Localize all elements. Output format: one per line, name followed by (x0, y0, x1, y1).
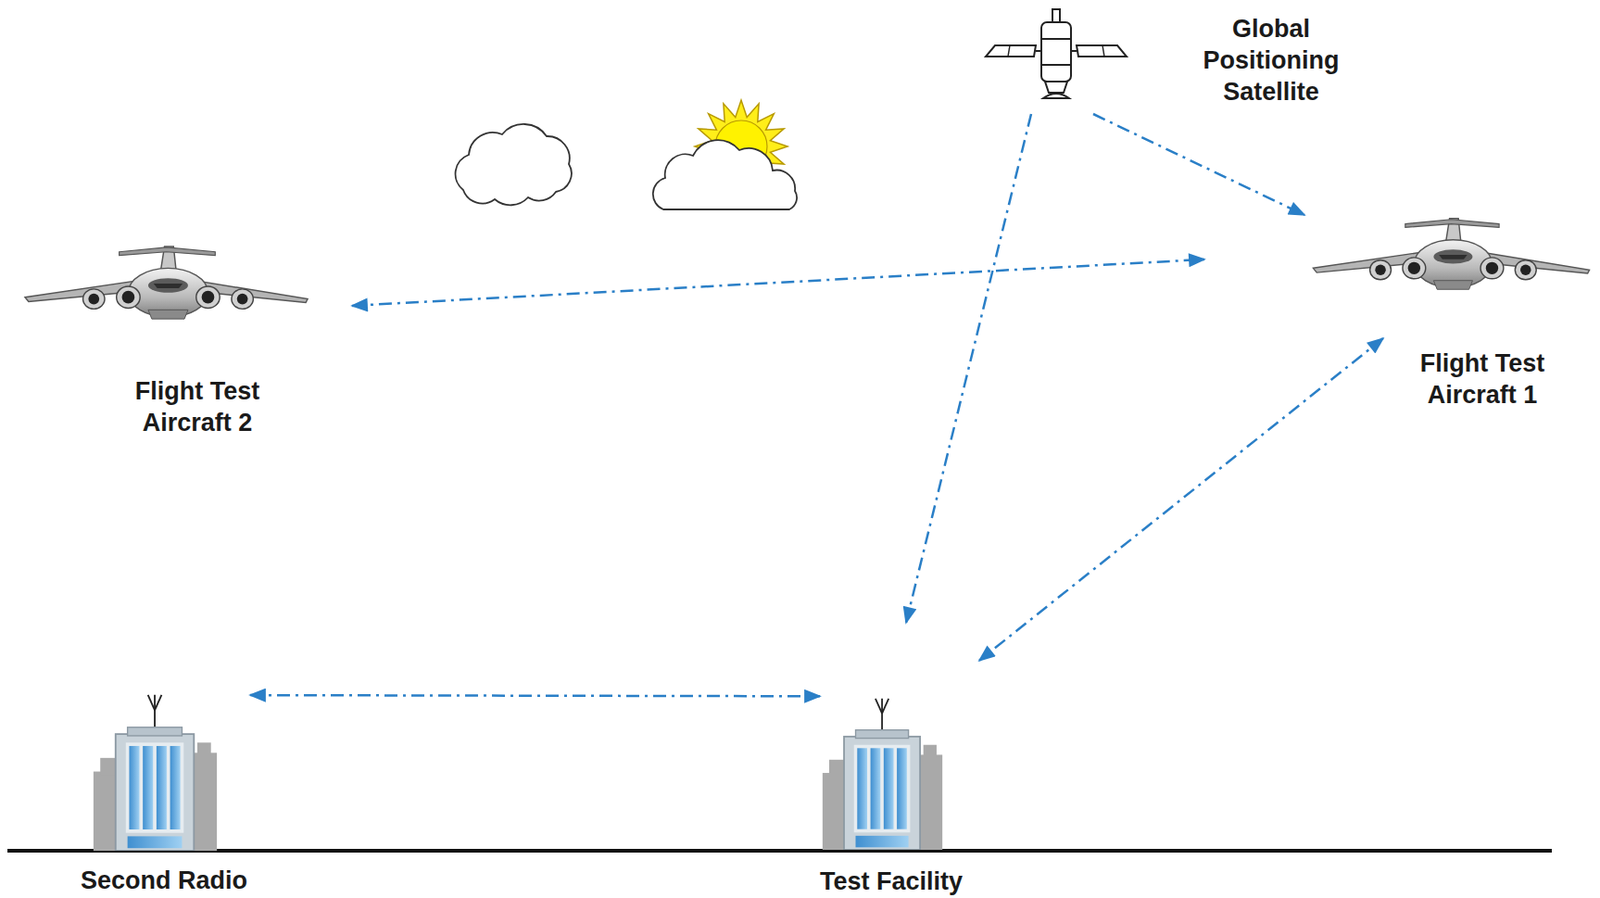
node-label: Flight Test Aircraft 1 (1389, 347, 1575, 411)
plane-figure (25, 246, 308, 319)
node-label: Test Facility (798, 865, 984, 897)
node-label: Flight Test Aircraft 2 (104, 375, 290, 439)
satellite-node: Global Positioning Satellite (982, 7, 1353, 114)
radio-link-arrow (250, 694, 820, 696)
cloud (653, 139, 797, 210)
sat-figure (985, 9, 1127, 99)
radio-link-arrow (906, 113, 1032, 623)
plane-figure (1312, 218, 1589, 290)
bldg-icon (815, 696, 950, 850)
bldg-icon (88, 692, 223, 851)
node-label: Second Radio (71, 864, 257, 896)
test-facility-node: Test Facility (807, 622, 980, 898)
node-label: Global Positioning Satellite (1178, 12, 1364, 108)
plane-icon (1309, 214, 1594, 295)
aircraft-node: Flight Test Aircraft 2 (18, 242, 353, 442)
radio-station-node: Second Radio (78, 685, 251, 898)
radio-link-arrow (352, 259, 1205, 306)
bldg-figure (822, 698, 943, 850)
radio-link-arrow (1093, 113, 1305, 215)
aircraft-node: Flight Test Aircraft 1 (1204, 214, 1596, 415)
sat-icon (982, 7, 1131, 110)
ground-line (7, 848, 1552, 853)
bldg-figure (93, 694, 217, 851)
radio-link-arrow (979, 338, 1384, 661)
plane-icon (20, 242, 313, 325)
cloud (455, 124, 572, 205)
